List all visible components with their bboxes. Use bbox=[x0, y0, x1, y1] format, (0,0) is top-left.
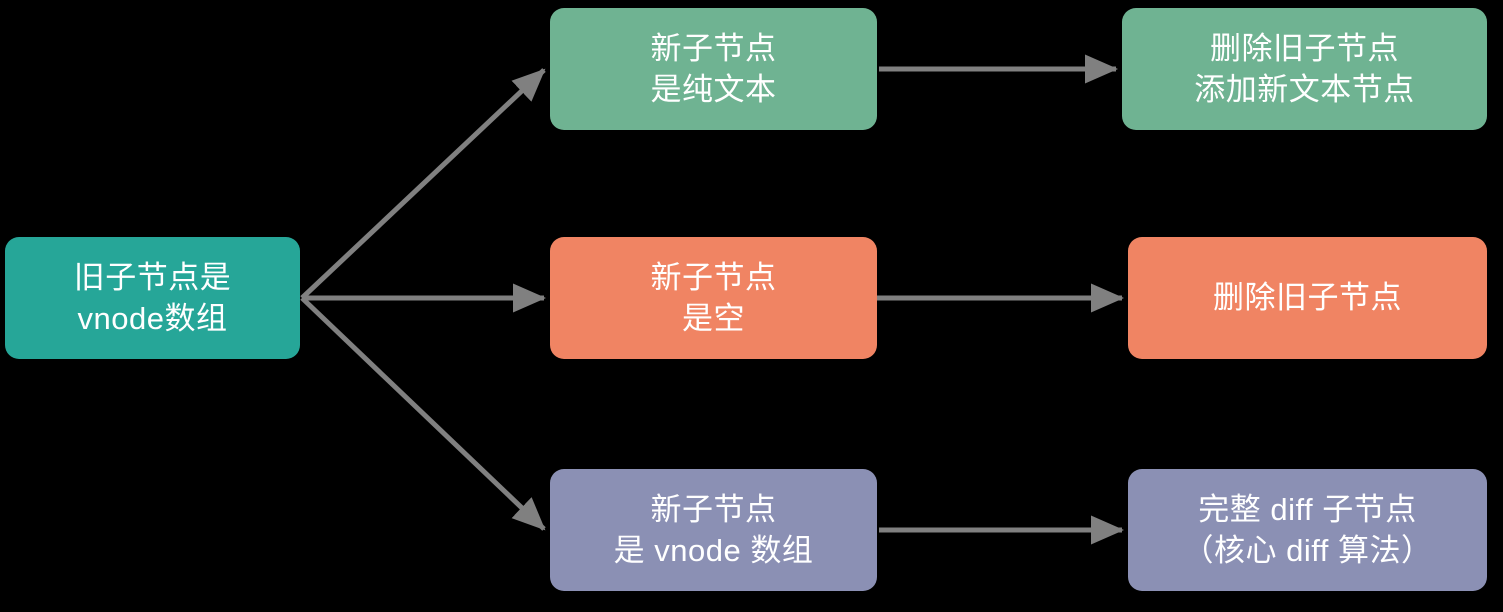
edge-root-to-vnode-array bbox=[300, 296, 546, 531]
node-old-children-vnode-array[interactable]: 旧子节点是 vnode数组 bbox=[5, 237, 300, 359]
node-new-children-vnode-array[interactable]: 新子节点 是 vnode 数组 bbox=[550, 469, 877, 591]
node-new-children-plain-text[interactable]: 新子节点 是纯文本 bbox=[550, 8, 877, 130]
node-new-children-empty[interactable]: 新子节点 是空 bbox=[550, 237, 877, 359]
edge-root-to-plain-text bbox=[300, 68, 546, 300]
node-label-line: 添加新文本节点 bbox=[1194, 72, 1415, 107]
node-remove-old-add-text[interactable]: 删除旧子节点 添加新文本节点 bbox=[1122, 8, 1487, 130]
node-label-line: 新子节点 bbox=[650, 30, 777, 66]
node-label-line: 旧子节点是 bbox=[73, 259, 232, 295]
node-label-line: vnode数组 bbox=[77, 301, 228, 336]
node-label-line: 删除旧子节点 bbox=[1210, 30, 1399, 66]
node-remove-old-children[interactable]: 删除旧子节点 bbox=[1128, 237, 1487, 359]
node-label-line: （核心 diff 算法） bbox=[1182, 533, 1433, 568]
node-label-line: 是 vnode 数组 bbox=[613, 533, 814, 568]
node-label-line: 是空 bbox=[682, 301, 745, 336]
node-label-line: 删除旧子节点 bbox=[1213, 280, 1402, 316]
node-label-line: 完整 diff 子节点 bbox=[1198, 491, 1417, 527]
node-label-line: 新子节点 bbox=[650, 491, 777, 527]
node-full-diff-children[interactable]: 完整 diff 子节点 （核心 diff 算法） bbox=[1128, 469, 1487, 591]
node-label-line: 是纯文本 bbox=[650, 72, 777, 107]
node-label-line: 新子节点 bbox=[650, 259, 777, 295]
